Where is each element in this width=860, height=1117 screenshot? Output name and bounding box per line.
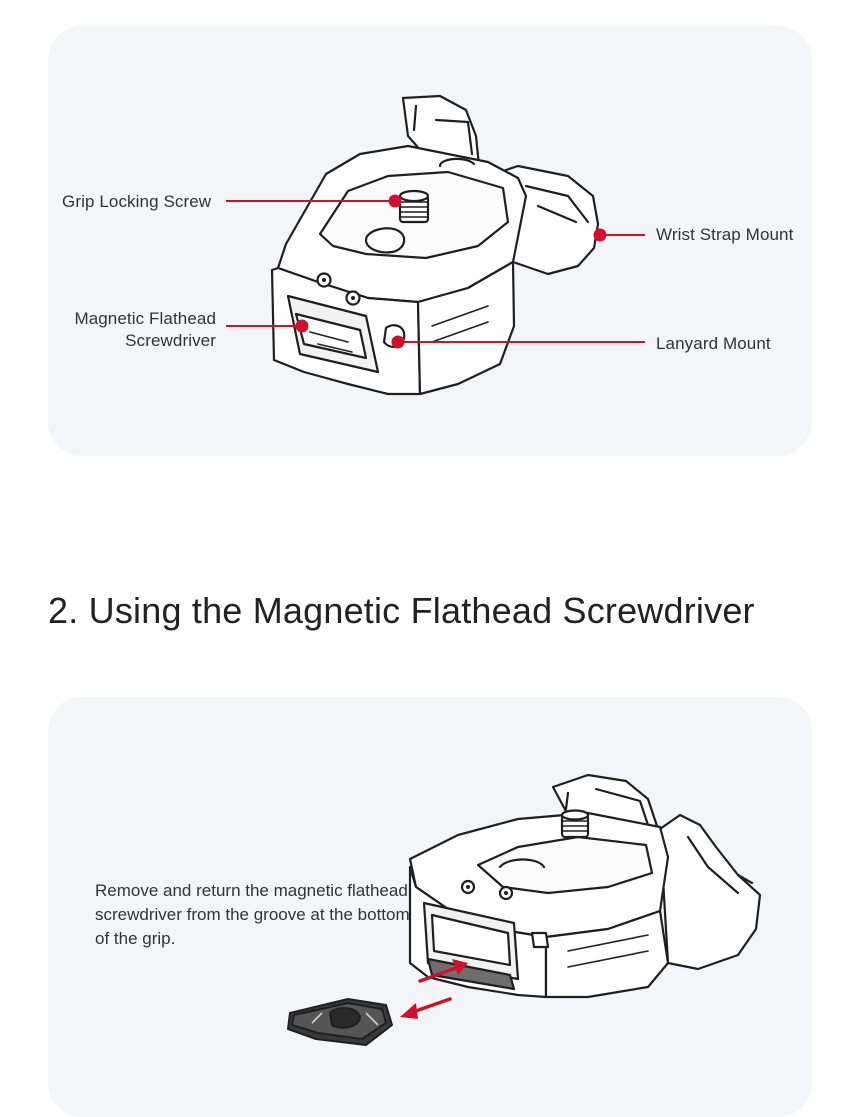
grip-parts-diagram-card: Grip Locking Screw Wrist Strap Mount Mag… (48, 26, 812, 456)
section-heading: 2. Using the Magnetic Flathead Screwdriv… (48, 590, 755, 631)
screwdriver-removal-illustration (287, 773, 762, 1046)
screwdriver-usage-card: Remove and return the magnetic flathead … (48, 697, 812, 1117)
label-screwdriver-line2: Screwdriver (125, 331, 216, 350)
grip-illustration (270, 94, 600, 396)
label-grip-locking-screw: Grip Locking Screw (62, 192, 212, 211)
label-lanyard-mount: Lanyard Mount (656, 334, 771, 353)
label-magnetic-flathead-screwdriver: Magnetic Flathead Screwdriver (62, 308, 216, 352)
label-screwdriver-line1: Magnetic Flathead (74, 309, 216, 328)
screwdriver-instructions: Remove and return the magnetic flathead … (95, 881, 410, 948)
lanyard-mount-marker (391, 335, 405, 349)
grip-locking-screw-marker (388, 194, 402, 208)
screwdriver-marker (295, 319, 309, 333)
wrist-strap-mount-marker (593, 228, 607, 242)
arrow-in-head (452, 959, 468, 975)
callout-leader-lines (226, 194, 645, 349)
label-wrist-strap-mount: Wrist Strap Mount (656, 225, 794, 244)
arrow-out-head (400, 1003, 418, 1019)
